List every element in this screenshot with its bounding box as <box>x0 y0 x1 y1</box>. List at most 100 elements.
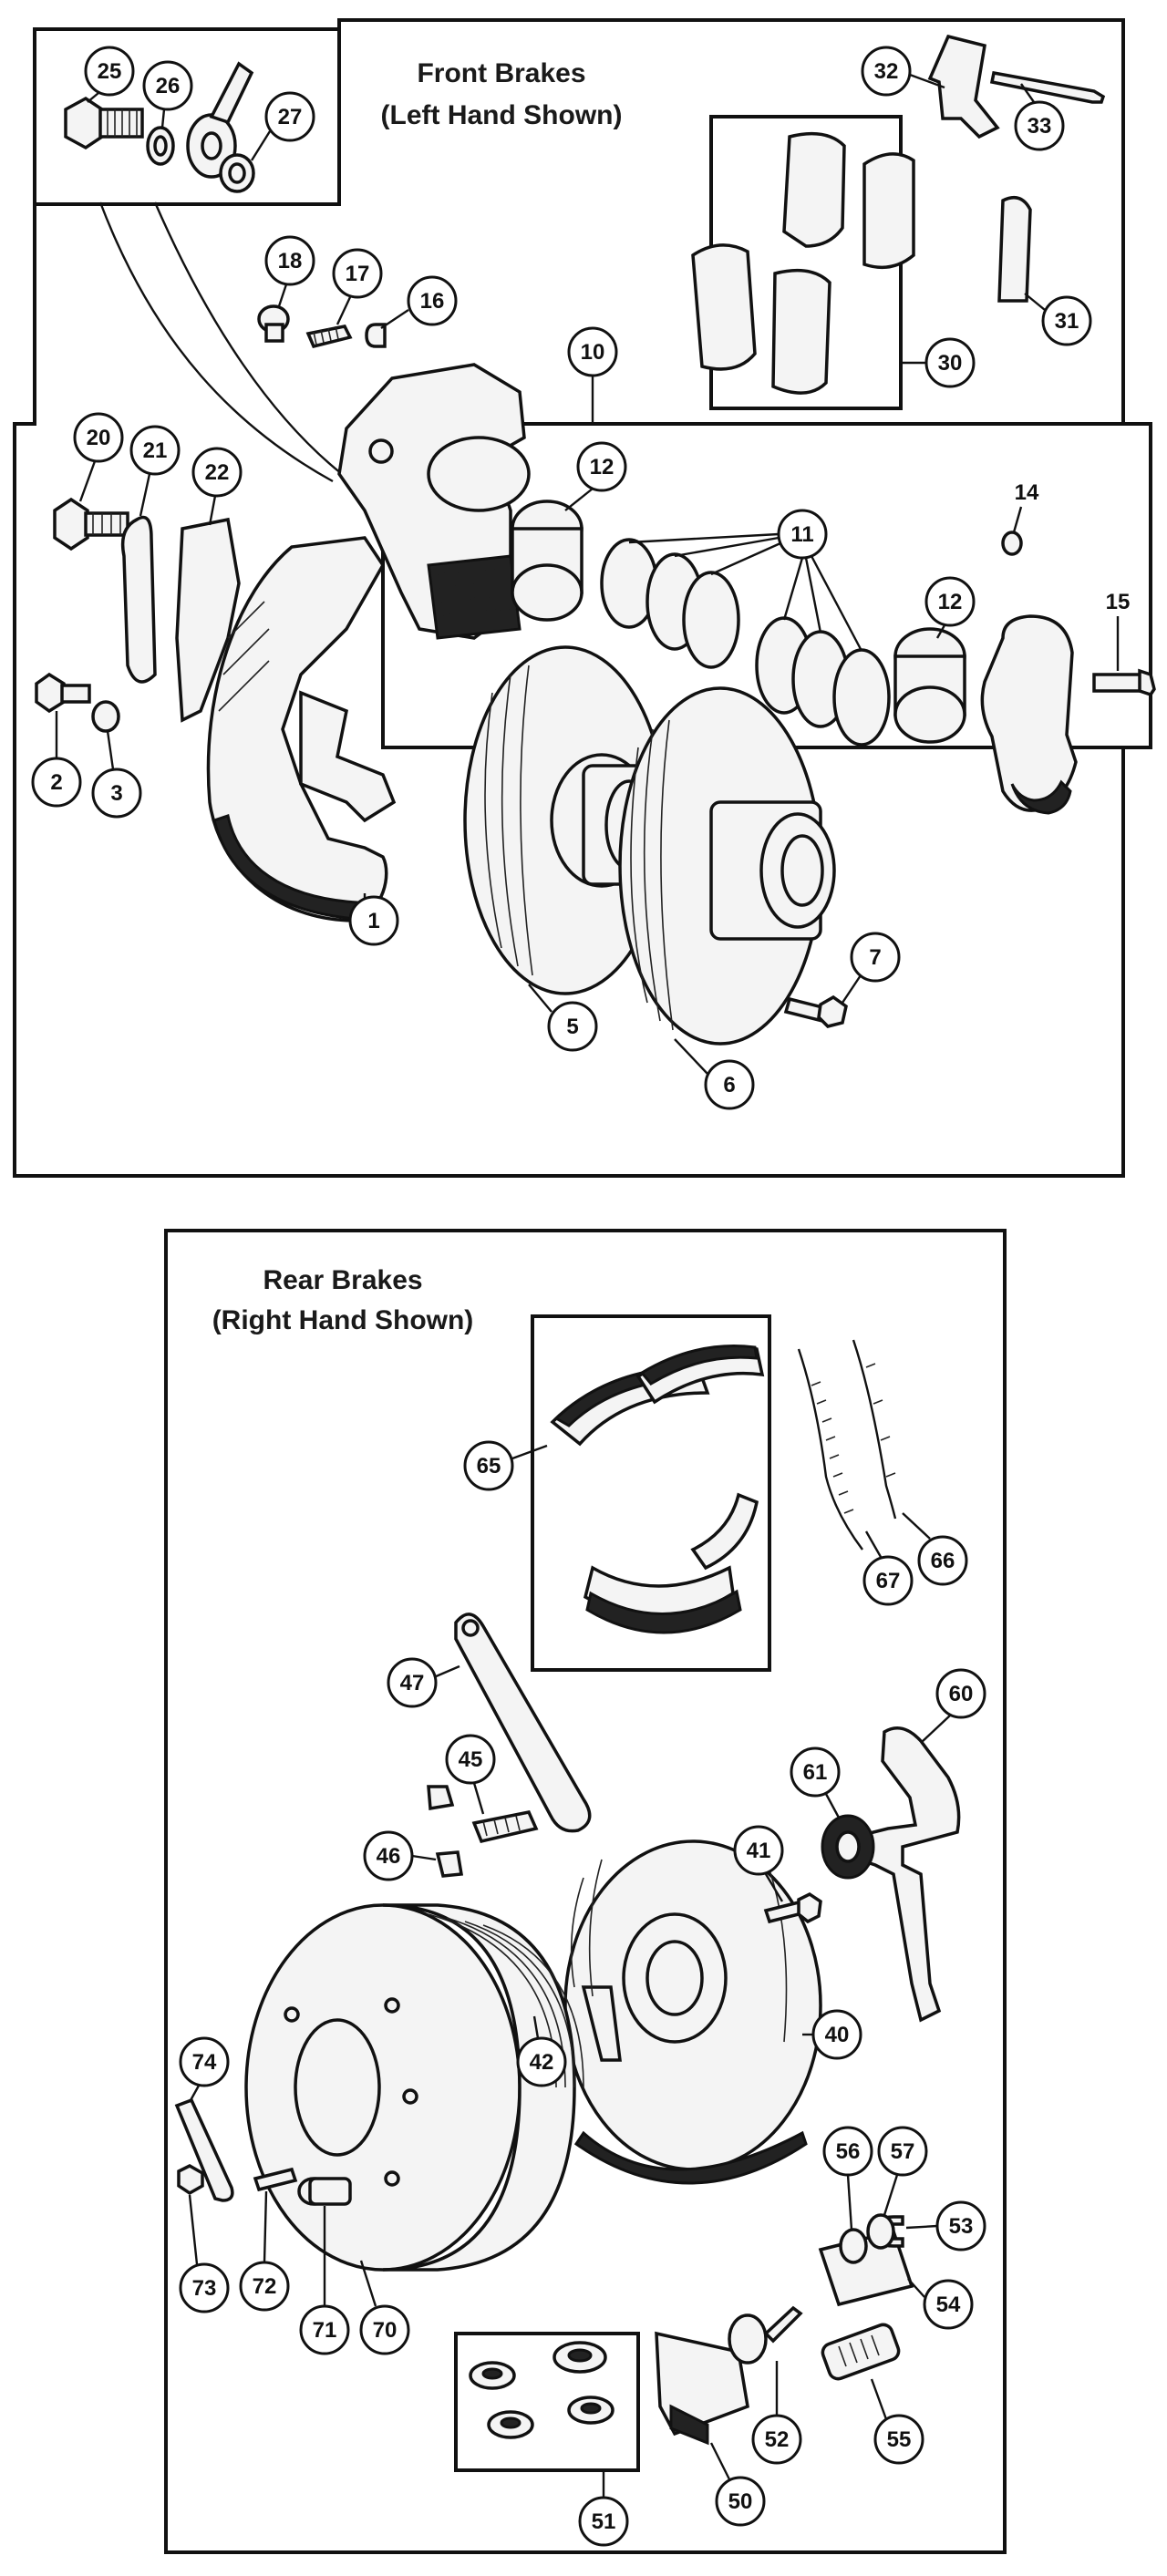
callout-27-label: 27 <box>278 105 303 129</box>
washer-57-part <box>866 2213 895 2250</box>
rear-panel-frame <box>164 1229 1007 2554</box>
callout-40-label: 40 <box>825 2023 850 2047</box>
callout-12-left <box>576 441 627 492</box>
rubber-boots-inset-box <box>454 2332 640 2472</box>
callout-52-label: 52 <box>765 2427 790 2452</box>
callout-14-label: 14 <box>1015 480 1039 505</box>
actuating-lever-part <box>845 1726 961 2023</box>
callout-22 <box>191 447 243 498</box>
callout-3-label: 3 <box>110 781 122 806</box>
callout-56-label: 56 <box>836 2139 861 2164</box>
backplate-bolt-part <box>763 1891 822 1924</box>
callout-60-label: 60 <box>949 1682 974 1706</box>
banjo-union-part <box>186 61 254 179</box>
callout-25 <box>84 46 135 97</box>
plug-14-part <box>1001 531 1023 556</box>
callout-47-label: 47 <box>400 1671 425 1695</box>
backplate-part <box>563 1839 822 2185</box>
callout-53-label: 53 <box>949 2214 974 2239</box>
banjo-bolt-part <box>64 96 144 150</box>
adjuster-part <box>427 1785 539 1878</box>
callout-26 <box>142 60 193 111</box>
washer-56-part <box>839 2228 868 2264</box>
retaining-pin-part <box>989 70 1106 104</box>
callout-31 <box>1041 295 1092 346</box>
brake-drum-part <box>244 1903 584 2272</box>
callout-18-label: 18 <box>278 249 303 273</box>
callout-66-label: 66 <box>931 1549 955 1573</box>
callout-33 <box>1014 100 1065 151</box>
rear-heading-line1: Rear Brakes <box>263 1265 422 1295</box>
callout-3 <box>91 768 142 819</box>
callout-2-label: 2 <box>50 770 62 795</box>
callout-61-label: 61 <box>803 1760 828 1785</box>
inset-leader-2 <box>153 201 343 475</box>
callout-50-label: 50 <box>728 2489 753 2514</box>
disc-bolt-part <box>783 994 848 1028</box>
rear-heading-line2: (Right Hand Shown) <box>212 1305 474 1335</box>
rear-callouts: 40 41 42 45 46 47 50 51 52 <box>179 1440 986 2547</box>
anti-squeal-shim-part <box>997 195 1032 303</box>
callout-71-label: 71 <box>313 2318 337 2343</box>
callout-12-right-label: 12 <box>938 590 963 614</box>
callout-12-right <box>924 576 976 627</box>
shoes-inset-box <box>531 1314 771 1672</box>
piston-left-part <box>511 500 584 622</box>
bracket-22-part <box>175 517 241 723</box>
seal-rings-part <box>600 538 891 747</box>
callout-57 <box>877 2126 928 2177</box>
callout-72-label: 72 <box>253 2274 277 2299</box>
brake-pads-part <box>691 131 915 395</box>
callout-54 <box>923 2279 974 2330</box>
spring-washer-part <box>91 700 120 733</box>
front-heading-line2: (Left Hand Shown) <box>381 100 623 130</box>
caliper-half-part <box>337 363 531 640</box>
callout-51-label: 51 <box>592 2509 616 2534</box>
callout-31-label: 31 <box>1055 309 1079 334</box>
callout-67 <box>862 1555 914 1606</box>
brake-shoes-part <box>550 1345 765 1634</box>
callout-57-label: 57 <box>891 2139 915 2164</box>
callout-22-label: 22 <box>205 460 230 485</box>
callout-45-label: 45 <box>459 1747 483 1772</box>
callout-1 <box>348 895 399 946</box>
lock-plate-21-part <box>120 515 157 684</box>
bleed-screw-parts <box>257 304 387 349</box>
callout-21-label: 21 <box>143 438 168 463</box>
callout-46-label: 46 <box>377 1844 401 1869</box>
mounting-bolt-part <box>53 497 129 551</box>
callout-20-label: 20 <box>87 426 111 450</box>
callout-32-label: 32 <box>874 59 899 84</box>
callout-33-label: 33 <box>1028 114 1052 139</box>
bleed-screw-52-part <box>763 2305 803 2344</box>
callout-5-label: 5 <box>566 1015 578 1039</box>
callout-67-label: 67 <box>876 1569 901 1593</box>
retaining-clip-part <box>927 34 1000 139</box>
callout-30-label: 30 <box>938 351 963 376</box>
handbrake-lever-part <box>454 1613 592 1833</box>
inset-leader-1 <box>98 201 334 483</box>
callout-61 <box>790 1747 841 1798</box>
callout-6-label: 6 <box>723 1073 735 1097</box>
callout-10-label: 10 <box>581 340 605 365</box>
front-brakes-panel: Front Brakes (Left Hand Shown) <box>13 18 1156 1178</box>
banjo-inset-box <box>33 27 341 206</box>
callout-41-label: 41 <box>747 1839 771 1863</box>
front-heading-line1: Front Brakes <box>417 58 585 88</box>
callout-32 <box>861 46 912 97</box>
callout-27 <box>264 91 315 142</box>
callout-74-label: 74 <box>192 2050 217 2075</box>
small-bolt-part <box>35 672 91 714</box>
callout-7 <box>850 932 901 983</box>
callout-15-label: 15 <box>1106 590 1131 614</box>
wheel-stud-part <box>253 2167 298 2192</box>
callout-74 <box>179 2036 230 2087</box>
callout-17-label: 17 <box>346 262 370 286</box>
tab-washer-part <box>174 2097 234 2202</box>
callout-16 <box>407 275 458 326</box>
callout-42-label: 42 <box>530 2050 554 2075</box>
callout-47 <box>387 1657 438 1708</box>
callout-7-label: 7 <box>869 945 881 970</box>
front-callouts: 1 2 3 5 6 7 10 11 <box>31 46 1131 1110</box>
piston-55-part <box>821 2323 901 2381</box>
